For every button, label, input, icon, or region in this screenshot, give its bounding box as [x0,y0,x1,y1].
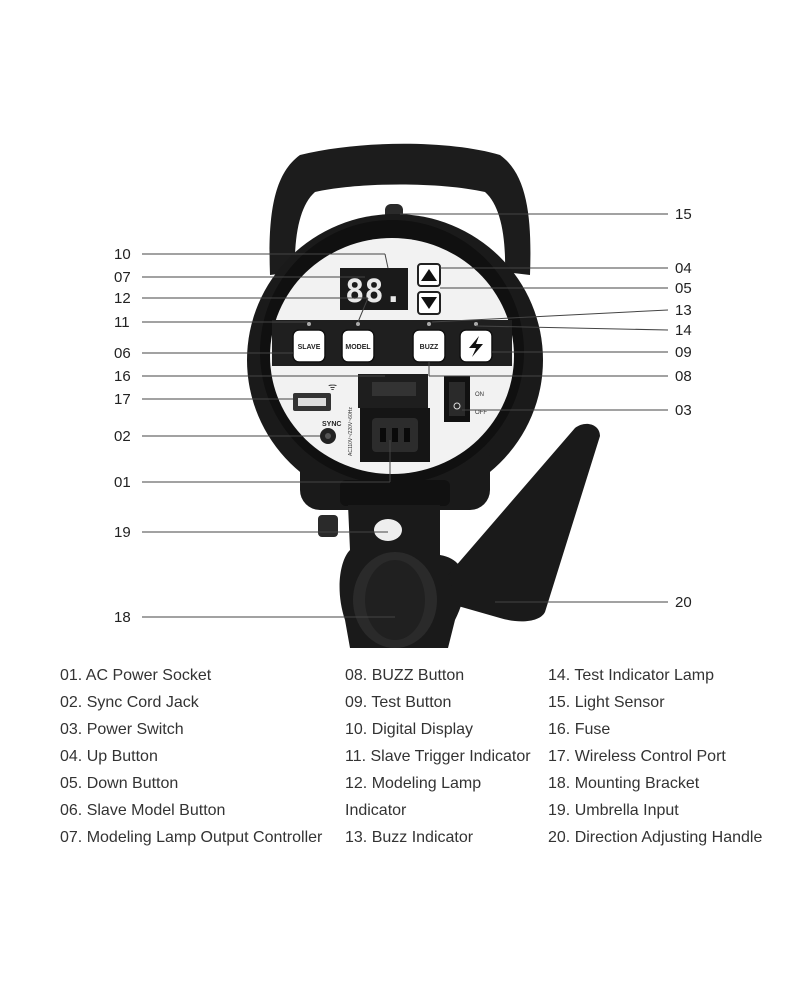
leader-14 [475,325,669,331]
legend-item: 10. Digital Display [345,721,474,738]
up-arrow-icon [421,269,437,281]
direction-handle [448,423,600,622]
model-button-label: MODEL [345,344,371,351]
legend-item: 19. Umbrella Input [548,802,679,819]
slave-indicator [307,322,311,326]
legend-item: 14. Test Indicator Lamp [548,667,715,684]
carry-handle [269,143,531,275]
legend-item: 12. Modeling Lamp [345,775,482,792]
test-indicator [474,322,478,326]
callout-12: 12 [114,290,131,307]
callout-11: 11 [114,314,130,331]
callout-05: 05 [675,280,692,297]
legend-item: 17. Wireless Control Port [548,748,726,765]
callout-13: 13 [675,302,692,319]
legend-item: 07. Modeling Lamp Output Controller [60,829,323,846]
legend-item: 04. Up Button [60,748,158,765]
leader-12b [357,297,369,323]
callout-02: 02 [114,428,131,445]
legend-item: 20. Direction Adjusting Handle [548,829,763,846]
callout-10: 10 [114,246,131,263]
legend-item: 13. Buzz Indicator [345,829,474,846]
switch-off-label: OFF [475,410,487,416]
wireless-icon: ᯤ [328,382,337,393]
legend-column-2: 08. BUZZ Button 09. Test Button 10. Digi… [345,662,531,851]
digital-display [340,268,408,310]
callout-19: 19 [114,524,131,541]
buzz-indicator [427,322,431,326]
buzz-button-label: BUZZ [420,344,439,351]
callout-06: 06 [114,345,131,362]
leader-10b [384,253,389,269]
legend-column-1: 01. AC Power Socket 02. Sync Cord Jack 0… [60,662,322,851]
callout-01: 01 [114,474,131,491]
down-arrow-icon [421,297,437,309]
legend-item: 02. Sync Cord Jack [60,694,199,711]
callout-14: 14 [675,322,692,339]
model-indicator [356,322,360,326]
callout-07: 07 [114,269,131,286]
callout-15: 15 [675,206,692,223]
legend-item: 01. AC Power Socket [60,667,212,684]
model-button[interactable] [341,329,375,363]
callout-08: 08 [675,368,692,385]
sync-label: SYNC [322,421,341,428]
legend-item: 15. Light Sensor [548,694,665,711]
legend-item: 18. Mounting Bracket [548,775,700,792]
legend-item: 03. Power Switch [60,721,184,738]
legend-item: 09. Test Button [345,694,452,711]
switch-on-label: ON [475,392,484,398]
legend-item: 05. Down Button [60,775,179,792]
umbrella-input [374,519,402,541]
callout-20: 20 [675,594,692,611]
legend-item: 16. Fuse [548,721,611,738]
callout-18: 18 [114,609,131,626]
callout-17: 17 [114,391,131,408]
legend-column-3: 14. Test Indicator Lamp 15. Light Sensor… [548,662,762,851]
umbrella-knob [318,515,338,537]
slave-button[interactable] [292,329,326,363]
power-rating-label: AC110V~/220V~60Hz [348,407,354,456]
flash-unit-diagram: 88. SLAVE MODEL BUZZ ᯤ SYNC AC110V~/220V… [114,143,692,648]
lightning-icon [469,336,483,357]
leader-13 [431,309,669,323]
callout-03: 03 [675,402,692,419]
callout-16: 16 [114,368,131,385]
legend-item: 11. Slave Trigger Indicator [345,748,531,765]
slave-button-label: SLAVE [298,344,321,351]
callout-04: 04 [675,260,692,277]
callout-09: 09 [675,344,692,361]
legend-item: Indicator [345,802,407,819]
legend-item: 06. Slave Model Button [60,802,226,819]
legend-item: 08. BUZZ Button [345,667,465,684]
display-digits: 88. [345,272,403,310]
